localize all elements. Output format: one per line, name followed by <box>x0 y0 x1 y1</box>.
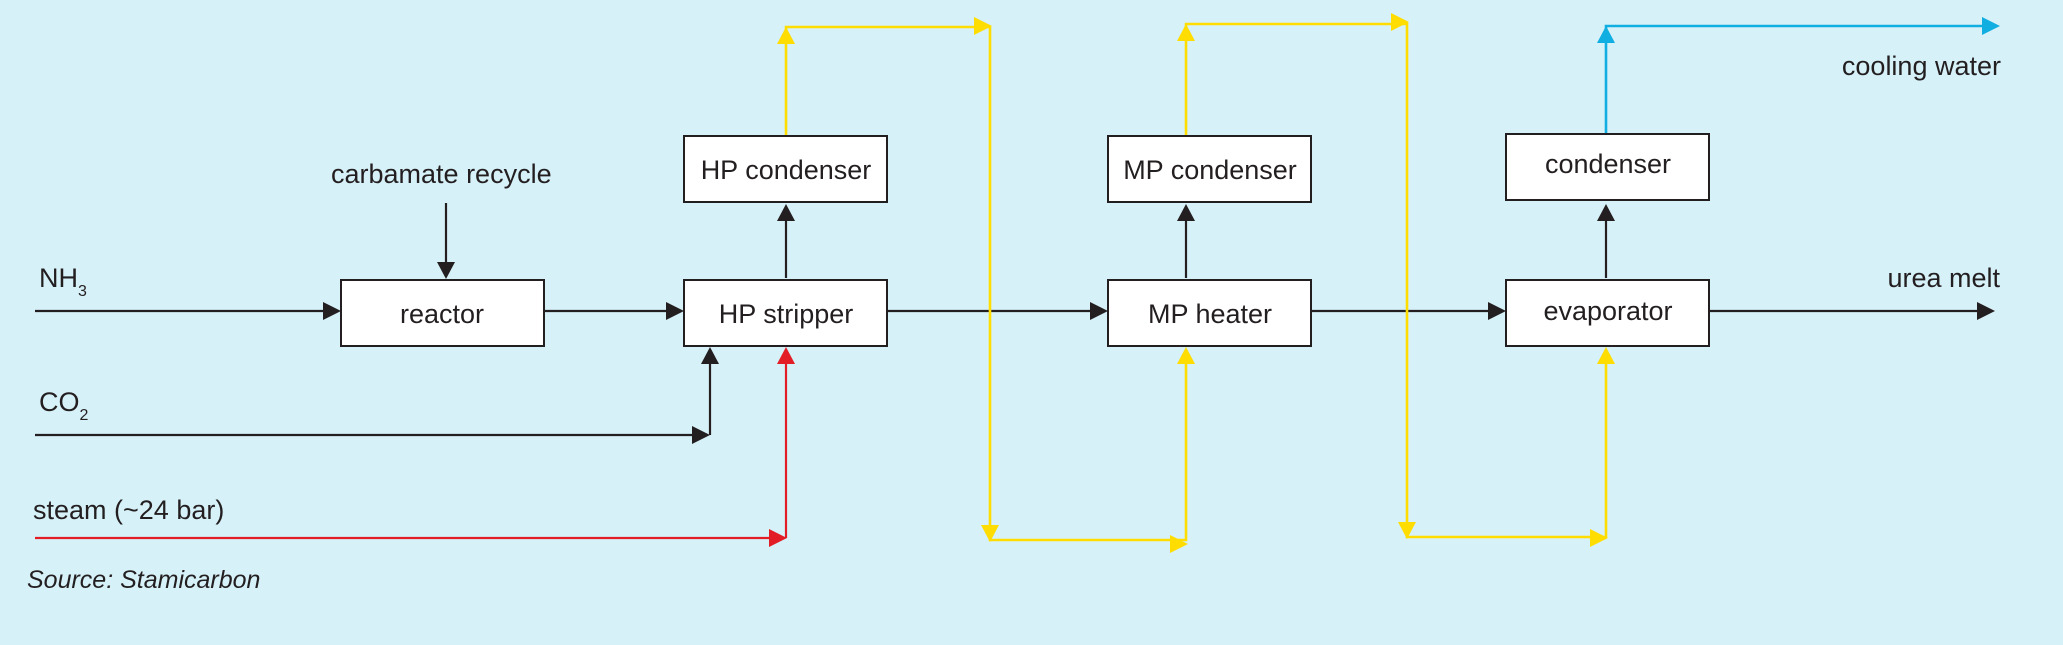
co2-feed-arrowhead <box>692 426 710 444</box>
mp-heater-to-evaporator-arrowhead <box>1488 302 1506 320</box>
hp-stripper-box: HP stripper <box>683 279 888 347</box>
evaporator-to-condenser-arrowhead <box>1597 204 1615 221</box>
hp-condenser-label: HP condenser <box>701 155 872 185</box>
steam-up-arrowhead <box>777 347 795 364</box>
reactor-label: reactor <box>400 299 484 329</box>
yellow-loop1-down-arrowhead <box>981 525 999 542</box>
cooling-water-label: cooling water <box>1842 51 2001 81</box>
mp-heater-label: MP heater <box>1148 299 1272 329</box>
evaporator-box: evaporator <box>1505 279 1710 347</box>
urea-melt-label: urea melt <box>1887 263 2000 293</box>
source-credit: Source: Stamicarbon <box>27 566 260 594</box>
mp-condenser-steam-loop <box>1184 22 1608 539</box>
hp-condenser-steam-loop <box>784 25 1188 542</box>
stripper-to-hp-condenser-arrowhead <box>777 204 795 221</box>
yellow-loop1-bottom-arrowhead <box>1170 535 1188 553</box>
hp-stripper-label: HP stripper <box>719 299 854 329</box>
co2-label: CO2 <box>39 387 89 424</box>
carbamate-recycle-arrowhead <box>437 262 455 279</box>
urea-melt-arrowhead <box>1977 302 1995 320</box>
cooling-water-arrowhead <box>1982 17 2000 35</box>
mp-heater-box: MP heater <box>1107 279 1312 347</box>
mp-condenser-label: MP condenser <box>1123 155 1297 185</box>
co2-label-main: CO <box>39 387 80 417</box>
reactor-to-stripper-arrowhead <box>666 302 684 320</box>
yellow-loop2-bottom-arrowhead <box>1590 529 1608 547</box>
nh3-label-subscript: 3 <box>78 283 87 300</box>
yellow-loop1-right-arrowhead <box>974 17 992 35</box>
cooling-water-up-arrowhead <box>1597 26 1615 43</box>
cooling-water-line <box>1604 24 1990 136</box>
mp-heater-to-condenser-arrowhead <box>1177 204 1195 221</box>
steam-line <box>35 356 788 540</box>
yellow-loop1-heater-arrowhead <box>1177 347 1195 364</box>
yellow-loop2-down-arrowhead <box>1398 522 1416 539</box>
nh3-label: NH3 <box>39 263 87 300</box>
nh3-feed-arrowhead <box>323 302 341 320</box>
carbamate-recycle-label: carbamate recycle <box>331 159 552 189</box>
condenser-label: condenser <box>1545 149 1671 179</box>
yellow-loop2-right-arrowhead <box>1391 13 1409 31</box>
hp-condenser-box: HP condenser <box>683 135 888 203</box>
co2-up-arrowhead <box>701 347 719 364</box>
reactor-box: reactor <box>340 279 545 347</box>
condenser-box: condenser <box>1505 133 1710 201</box>
stripper-to-mp-heater-arrowhead <box>1090 302 1108 320</box>
steam-feed-arrowhead <box>769 529 787 547</box>
co2-feed-line <box>35 356 712 437</box>
steam-label: steam (~24 bar) <box>33 495 224 525</box>
co2-label-subscript: 2 <box>80 407 89 424</box>
evaporator-label: evaporator <box>1543 296 1672 326</box>
yellow-loop1-up-arrowhead <box>777 27 795 44</box>
yellow-loop2-evaporator-arrowhead <box>1597 347 1615 364</box>
mp-condenser-box: MP condenser <box>1107 135 1312 203</box>
yellow-loop2-up-arrowhead <box>1177 24 1195 41</box>
nh3-label-main: NH <box>39 263 78 293</box>
